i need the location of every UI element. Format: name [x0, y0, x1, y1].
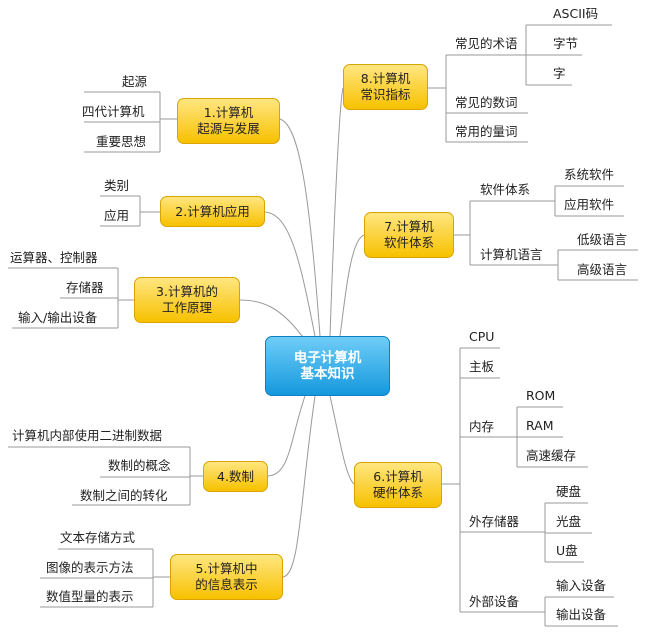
- leaf-optical-disc: 光盘: [556, 514, 582, 529]
- leaf-application: 应用: [104, 208, 130, 223]
- leaf-peripherals: 外部设备: [469, 594, 520, 609]
- branch-origin-development: 1.计算机 起源与发展: [177, 98, 280, 144]
- leaf-cpu: CPU: [469, 329, 495, 344]
- branch-working-principle: 3.计算机的 工作原理: [134, 277, 240, 323]
- leaf-memory: 内存: [469, 419, 495, 434]
- leaf-common-terms: 常见的术语: [455, 36, 518, 51]
- leaf-binary-data: 计算机内部使用二进制数据: [12, 428, 163, 443]
- branch-information-representation: 5.计算机中 的信息表示: [170, 554, 283, 600]
- leaf-image-representation: 图像的表示方法: [46, 560, 134, 575]
- leaf-io-devices: 输入/输出设备: [18, 310, 98, 325]
- leaf-numeric-representation: 数值型量的表示: [46, 589, 134, 604]
- leaf-conversion: 数制之间的转化: [80, 488, 168, 503]
- leaf-ascii: ASCII码: [553, 6, 599, 21]
- leaf-software-system: 软件体系: [480, 182, 531, 197]
- leaf-alu-controller: 运算器、控制器: [10, 250, 98, 265]
- leaf-high-level-language: 高级语言: [577, 262, 628, 277]
- leaf-cache: 高速缓存: [526, 448, 577, 463]
- leaf-byte: 字节: [553, 36, 579, 51]
- leaf-output-devices: 输出设备: [556, 607, 607, 622]
- leaf-text-storage: 文本存储方式: [60, 530, 136, 545]
- leaf-four-generations: 四代计算机: [82, 104, 145, 119]
- leaf-external-storage: 外存储器: [469, 514, 520, 529]
- branch-hardware-system: 6.计算机 硬件体系: [354, 462, 442, 508]
- leaf-categories: 类别: [104, 178, 130, 193]
- leaf-storage: 存储器: [66, 280, 104, 295]
- branch-common-indicators: 8.计算机 常识指标: [343, 64, 428, 110]
- leaf-common-units: 常用的量词: [455, 124, 518, 139]
- leaf-number-concept: 数制的概念: [108, 458, 171, 473]
- leaf-hard-disk: 硬盘: [556, 484, 582, 499]
- leaf-application-software: 应用软件: [564, 197, 615, 212]
- leaf-origin: 起源: [122, 74, 148, 89]
- leaf-input-devices: 输入设备: [556, 578, 607, 593]
- leaf-common-numerals: 常见的数词: [455, 95, 518, 110]
- leaf-key-ideas: 重要思想: [96, 134, 147, 149]
- leaf-low-level-language: 低级语言: [577, 232, 628, 247]
- branch-software-system: 7.计算机 软件体系: [364, 212, 454, 258]
- leaf-rom: ROM: [526, 388, 556, 403]
- leaf-computer-languages: 计算机语言: [480, 247, 543, 262]
- leaf-word: 字: [553, 66, 566, 81]
- leaf-mainboard: 主板: [469, 359, 495, 374]
- branch-number-systems: 4.数制: [203, 461, 268, 492]
- branch-applications: 2.计算机应用: [160, 196, 265, 227]
- center-topic: 电子计算机 基本知识: [265, 336, 390, 396]
- leaf-usb-disk: U盘: [556, 543, 578, 558]
- leaf-ram: RAM: [526, 418, 554, 433]
- leaf-system-software: 系统软件: [564, 167, 615, 182]
